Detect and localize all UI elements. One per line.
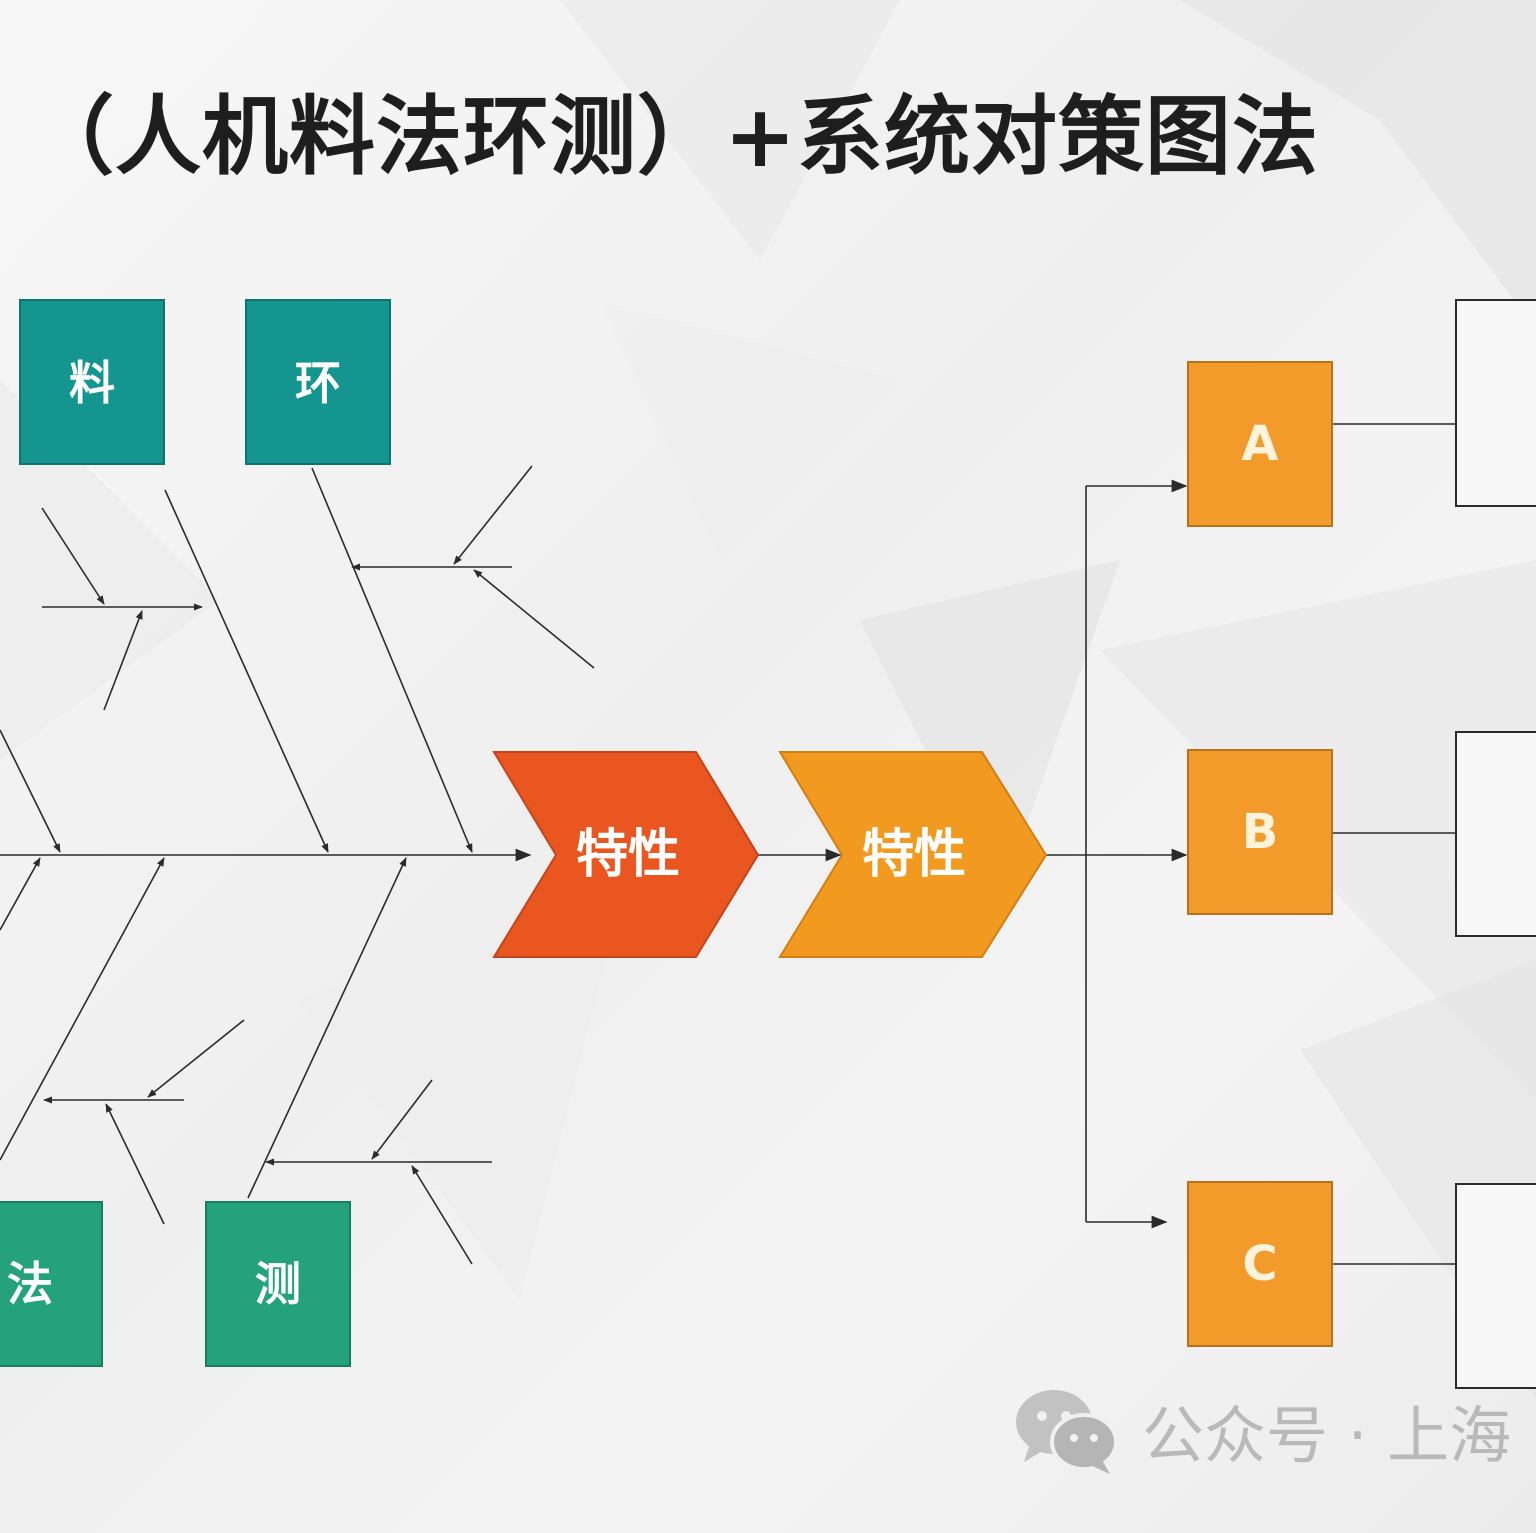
characteristic-label-2: 特性 <box>862 825 966 885</box>
category-label-measurement: 测 <box>255 1257 301 1311</box>
sub-cause-lower-left-a <box>147 1019 245 1098</box>
option-box-a: A <box>1187 361 1333 527</box>
bone-upper-environment <box>311 467 473 853</box>
sub-cause-lower-right-a <box>371 1079 433 1160</box>
sub-cause-lower-left-b <box>105 1103 165 1225</box>
bone-lower-measurement <box>247 857 407 1199</box>
wechat-icon <box>1016 1390 1118 1474</box>
page-title: （人机料法环测）+系统对策图法 <box>28 87 1320 187</box>
bone-upper-1 <box>0 729 61 853</box>
sub-cause-upper-left-a <box>41 507 105 605</box>
characteristic-label-1: 特性 <box>576 825 680 885</box>
measure-box-b <box>1455 731 1536 937</box>
category-box-environment: 环 <box>245 299 391 465</box>
watermark-text: 公众号 · 上海 <box>1142 1399 1512 1472</box>
characteristic-chevron-1: 特性 <box>492 751 760 958</box>
category-box-measurement: 测 <box>205 1201 351 1367</box>
bone-upper-material <box>164 489 329 853</box>
category-label-method: 法 <box>7 1257 53 1311</box>
category-box-material: 料 <box>19 299 165 465</box>
sub-cause-lower-right-b <box>411 1165 473 1265</box>
option-label-a: A <box>1241 416 1278 472</box>
bone-lower-method <box>0 857 165 1161</box>
characteristic-chevron-2: 特性 <box>778 751 1048 958</box>
bone-lower-1 <box>0 857 41 931</box>
category-label-environment: 环 <box>295 356 341 410</box>
sub-cause-upper-right-b <box>473 569 595 669</box>
watermark: 公众号 · 上海 <box>1012 1380 1511 1480</box>
sub-cause-upper-right-a <box>453 465 533 565</box>
option-box-b: B <box>1187 749 1333 915</box>
fishbone-lines <box>0 423 1456 1265</box>
option-label-c: C <box>1242 1236 1277 1292</box>
category-box-method: 法 <box>0 1201 103 1367</box>
measure-box-a <box>1455 299 1536 507</box>
category-label-material: 料 <box>69 356 115 410</box>
sub-cause-upper-left-b <box>103 610 143 711</box>
measure-box-c <box>1455 1183 1536 1389</box>
option-label-b: B <box>1242 804 1279 860</box>
option-box-c: C <box>1187 1181 1333 1347</box>
